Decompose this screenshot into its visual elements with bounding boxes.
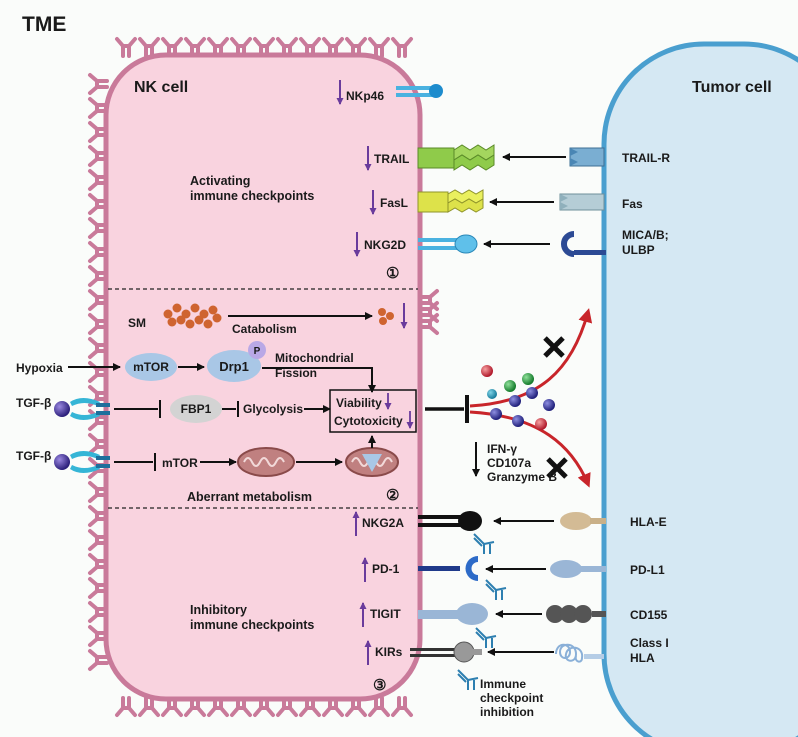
trail-label: TRAIL	[374, 152, 409, 166]
pd-l1-label: PD-L1	[630, 563, 665, 577]
section-number-2: ②	[386, 487, 399, 504]
cd155-ligand	[546, 605, 606, 623]
antibody-icon-4	[457, 669, 479, 690]
nkg2d-label: NKG2D	[364, 238, 406, 252]
section-number-3: ③	[373, 677, 386, 694]
class1-hla-ligand	[555, 643, 604, 663]
kirs-receptor	[410, 641, 482, 663]
fbp1-label: FBP1	[181, 402, 212, 416]
fission-arrow	[262, 367, 376, 393]
membrane-spike	[88, 649, 109, 671]
class1-hla-label: Class I HLA	[630, 636, 672, 665]
pd-l1-ligand	[550, 560, 606, 578]
mito-fission-label: Mitochondrial Fission	[275, 351, 357, 380]
membrane-spike	[88, 73, 109, 95]
membrane-spike	[115, 696, 137, 717]
checkpoint-inhibition-label: Immune checkpoint inhibition	[480, 677, 547, 719]
trail-ligand	[417, 144, 495, 171]
fasl-label: FasL	[380, 196, 408, 210]
hypoxia-label: Hypoxia	[16, 361, 63, 375]
antibody-icon-3	[475, 627, 497, 648]
metabolism-label: Aberrant metabolism	[187, 490, 312, 504]
blocked-cross-up	[543, 336, 565, 358]
drp1-node	[207, 350, 261, 382]
glycolysis-label: Glycolysis	[243, 402, 303, 416]
fas-label: Fas	[622, 197, 643, 211]
mtor-label: mTOR	[133, 360, 169, 374]
fbp1-node	[170, 395, 222, 423]
hla-e-label: HLA-E	[630, 515, 667, 529]
fasl-ligand	[417, 189, 484, 213]
nkp46-label: NKp46	[346, 89, 384, 103]
tgfb-receptor-2	[54, 451, 110, 473]
membrane-spike	[391, 696, 413, 717]
membrane-spike	[368, 37, 390, 58]
antibody-icon-1	[473, 533, 495, 554]
phospho-label: P	[254, 346, 261, 357]
cd155-label: CD155	[630, 608, 668, 622]
membrane-spike	[138, 37, 160, 58]
tigit-label: TIGIT	[370, 607, 401, 621]
inhibitory-label: Inhibitory immune checkpoints	[190, 603, 314, 632]
killing-arrow-up	[469, 308, 593, 408]
membrane-spike	[138, 696, 160, 717]
viability-box	[329, 389, 417, 433]
catabolism-label: Catabolism	[232, 322, 297, 336]
sm-small-cluster	[378, 308, 394, 325]
cytotoxic-granules	[481, 365, 555, 430]
tigit-receptor	[418, 603, 488, 625]
membrane-spike	[115, 37, 137, 58]
tgfb-label-1: TGF-β	[16, 396, 51, 410]
damaged-mitochondrion-icon	[345, 447, 399, 477]
figure-title: TME	[22, 13, 66, 36]
nkp46-receptor	[396, 84, 443, 98]
fas-receptor	[559, 193, 605, 211]
kirs-label: KIRs	[375, 645, 403, 659]
hla-e-ligand	[560, 512, 606, 530]
phospho-node	[248, 341, 266, 359]
nkg2a-receptor	[418, 511, 482, 531]
membrane-spike	[391, 37, 413, 58]
trail-r-receptor	[569, 147, 605, 167]
cytotoxicity-label: Cytotoxicity	[334, 414, 403, 428]
mica-label: MICA/B; ULBP	[622, 228, 672, 257]
blocked-cross-down	[546, 457, 568, 479]
membrane-spike	[418, 313, 439, 335]
effectors-label: IFN-γ CD107a Granzyme B	[487, 442, 557, 484]
mica-ligand	[561, 231, 606, 257]
tgfb-label-2: TGF-β	[16, 449, 51, 463]
tumor-cell	[601, 41, 798, 737]
nk-cell	[103, 52, 423, 702]
activating-label: Activating immune checkpoints	[190, 174, 314, 203]
pd1-receptor	[418, 556, 478, 581]
viability-label: Viability	[336, 396, 382, 410]
membrane-spike	[368, 696, 390, 717]
trail-r-label: TRAIL-R	[622, 151, 670, 165]
mtor2-label: mTOR	[162, 456, 198, 470]
nkg2d-receptor	[418, 234, 478, 254]
pd1-label: PD-1	[372, 562, 400, 576]
nk-cell-label: NK cell	[134, 79, 188, 96]
mitochondrion-icon	[237, 447, 295, 477]
tgfb-receptor-1	[54, 398, 110, 420]
section-number-1: ①	[386, 265, 399, 282]
sm-label: SM	[128, 316, 146, 330]
mtor-node	[125, 353, 177, 381]
tumor-cell-label: Tumor cell	[692, 79, 772, 96]
drp1-label: Drp1	[219, 359, 249, 374]
antibody-icon-2	[485, 579, 507, 600]
nkg2a-label: NKG2A	[362, 516, 404, 530]
sm-cluster	[163, 303, 222, 329]
